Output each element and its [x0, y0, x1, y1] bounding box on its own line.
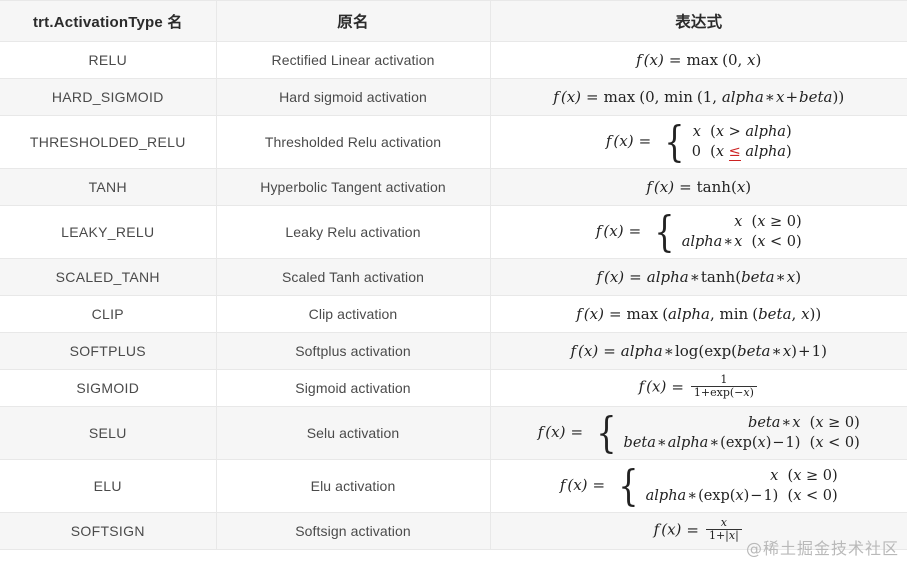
cell-activation-type: TANH: [0, 168, 216, 206]
cell-activation-type: SOFTPLUS: [0, 332, 216, 370]
cell-original-name: Softsign activation: [215, 512, 490, 550]
cell-original-name: Hyperbolic Tangent activation: [215, 168, 490, 206]
cell-original-name: Clip activation: [215, 295, 490, 333]
table-row: ELU Elu activation f (x)= { x (x ≥ 0) al…: [0, 459, 907, 513]
cell-activation-type: SOFTSIGN: [0, 512, 216, 550]
cell-expression: f (x)= { x (x > alpha) 0 (x ≤ alpha): [489, 115, 907, 169]
piecewise-brace-icon: {: [618, 461, 639, 511]
cell-original-name: Leaky Relu activation: [215, 205, 490, 259]
error-underline-marker: ≤: [728, 144, 741, 161]
cell-original-name: Rectified Linear activation: [215, 41, 490, 79]
cell-activation-type: SELU: [0, 406, 216, 460]
cell-activation-type: THRESHOLDED_RELU: [0, 115, 216, 169]
table-row: RELU Rectified Linear activation f (x)=m…: [0, 41, 907, 79]
cell-expression: f (x)=max(0, x): [489, 41, 907, 79]
cell-expression: f (x)=tanh(x): [489, 168, 907, 206]
cell-activation-type: ELU: [0, 459, 216, 513]
cell-activation-type: LEAKY_RELU: [0, 205, 216, 259]
piecewise-brace-icon: {: [596, 408, 617, 458]
cell-original-name: Sigmoid activation: [215, 369, 490, 407]
cell-original-name: Selu activation: [215, 406, 490, 460]
cell-original-name: Hard sigmoid activation: [215, 78, 490, 116]
cell-activation-type: SCALED_TANH: [0, 258, 216, 296]
cell-expression: f (x)=max(0, min(1, alpha∗x+beta)): [489, 78, 907, 116]
table-row: THRESHOLDED_RELU Thresholded Relu activa…: [0, 115, 907, 169]
table-row: SCALED_TANH Scaled Tanh activation f (x)…: [0, 258, 907, 296]
table-row: HARD_SIGMOID Hard sigmoid activation f (…: [0, 78, 907, 116]
cell-activation-type: HARD_SIGMOID: [0, 78, 216, 116]
piecewise-brace-icon: {: [654, 207, 675, 257]
table-header-row: trt.ActivationType 名 原名 表达式: [0, 0, 907, 42]
cell-original-name: Elu activation: [215, 459, 490, 513]
cell-expression: f (x)=max(alpha, min(beta, x)): [489, 295, 907, 333]
table-row: CLIP Clip activation f (x)=max(alpha, mi…: [0, 295, 907, 333]
cell-original-name: Thresholded Relu activation: [215, 115, 490, 169]
cell-original-name: Softplus activation: [215, 332, 490, 370]
cell-activation-type: RELU: [0, 41, 216, 79]
cell-expression: f (x)= { x (x ≥ 0) alpha∗x (x < 0): [489, 205, 907, 259]
piecewise-brace-icon: {: [664, 117, 685, 167]
column-header-original-name: 原名: [215, 0, 490, 42]
cell-expression: f (x)=alpha∗tanh(beta∗x): [489, 258, 907, 296]
cell-original-name: Scaled Tanh activation: [215, 258, 490, 296]
cell-expression: f (x)= { beta∗x (x ≥ 0) beta∗alpha∗(exp(…: [489, 406, 907, 460]
table-body: RELU Rectified Linear activation f (x)=m…: [0, 41, 907, 550]
table-row: LEAKY_RELU Leaky Relu activation f (x)= …: [0, 205, 907, 259]
cell-activation-type: SIGMOID: [0, 369, 216, 407]
cell-activation-type: CLIP: [0, 295, 216, 333]
table-header: trt.ActivationType 名 原名 表达式: [0, 0, 907, 42]
cell-expression: f (x)=alpha∗log(exp(beta∗x)+1): [489, 332, 907, 370]
column-header-activation-type: trt.ActivationType 名: [0, 0, 216, 42]
table-row: TANH Hyperbolic Tangent activation f (x)…: [0, 168, 907, 206]
table-row: SOFTPLUS Softplus activation f (x)=alpha…: [0, 332, 907, 370]
cell-expression: f (x)= { x (x ≥ 0) alpha∗(exp(x)−1) (x <…: [489, 459, 907, 513]
table-row: SELU Selu activation f (x)= { beta∗x (x …: [0, 406, 907, 460]
column-header-expression: 表达式: [489, 0, 907, 42]
activation-type-table: trt.ActivationType 名 原名 表达式 RELU Rectifi…: [0, 0, 907, 550]
